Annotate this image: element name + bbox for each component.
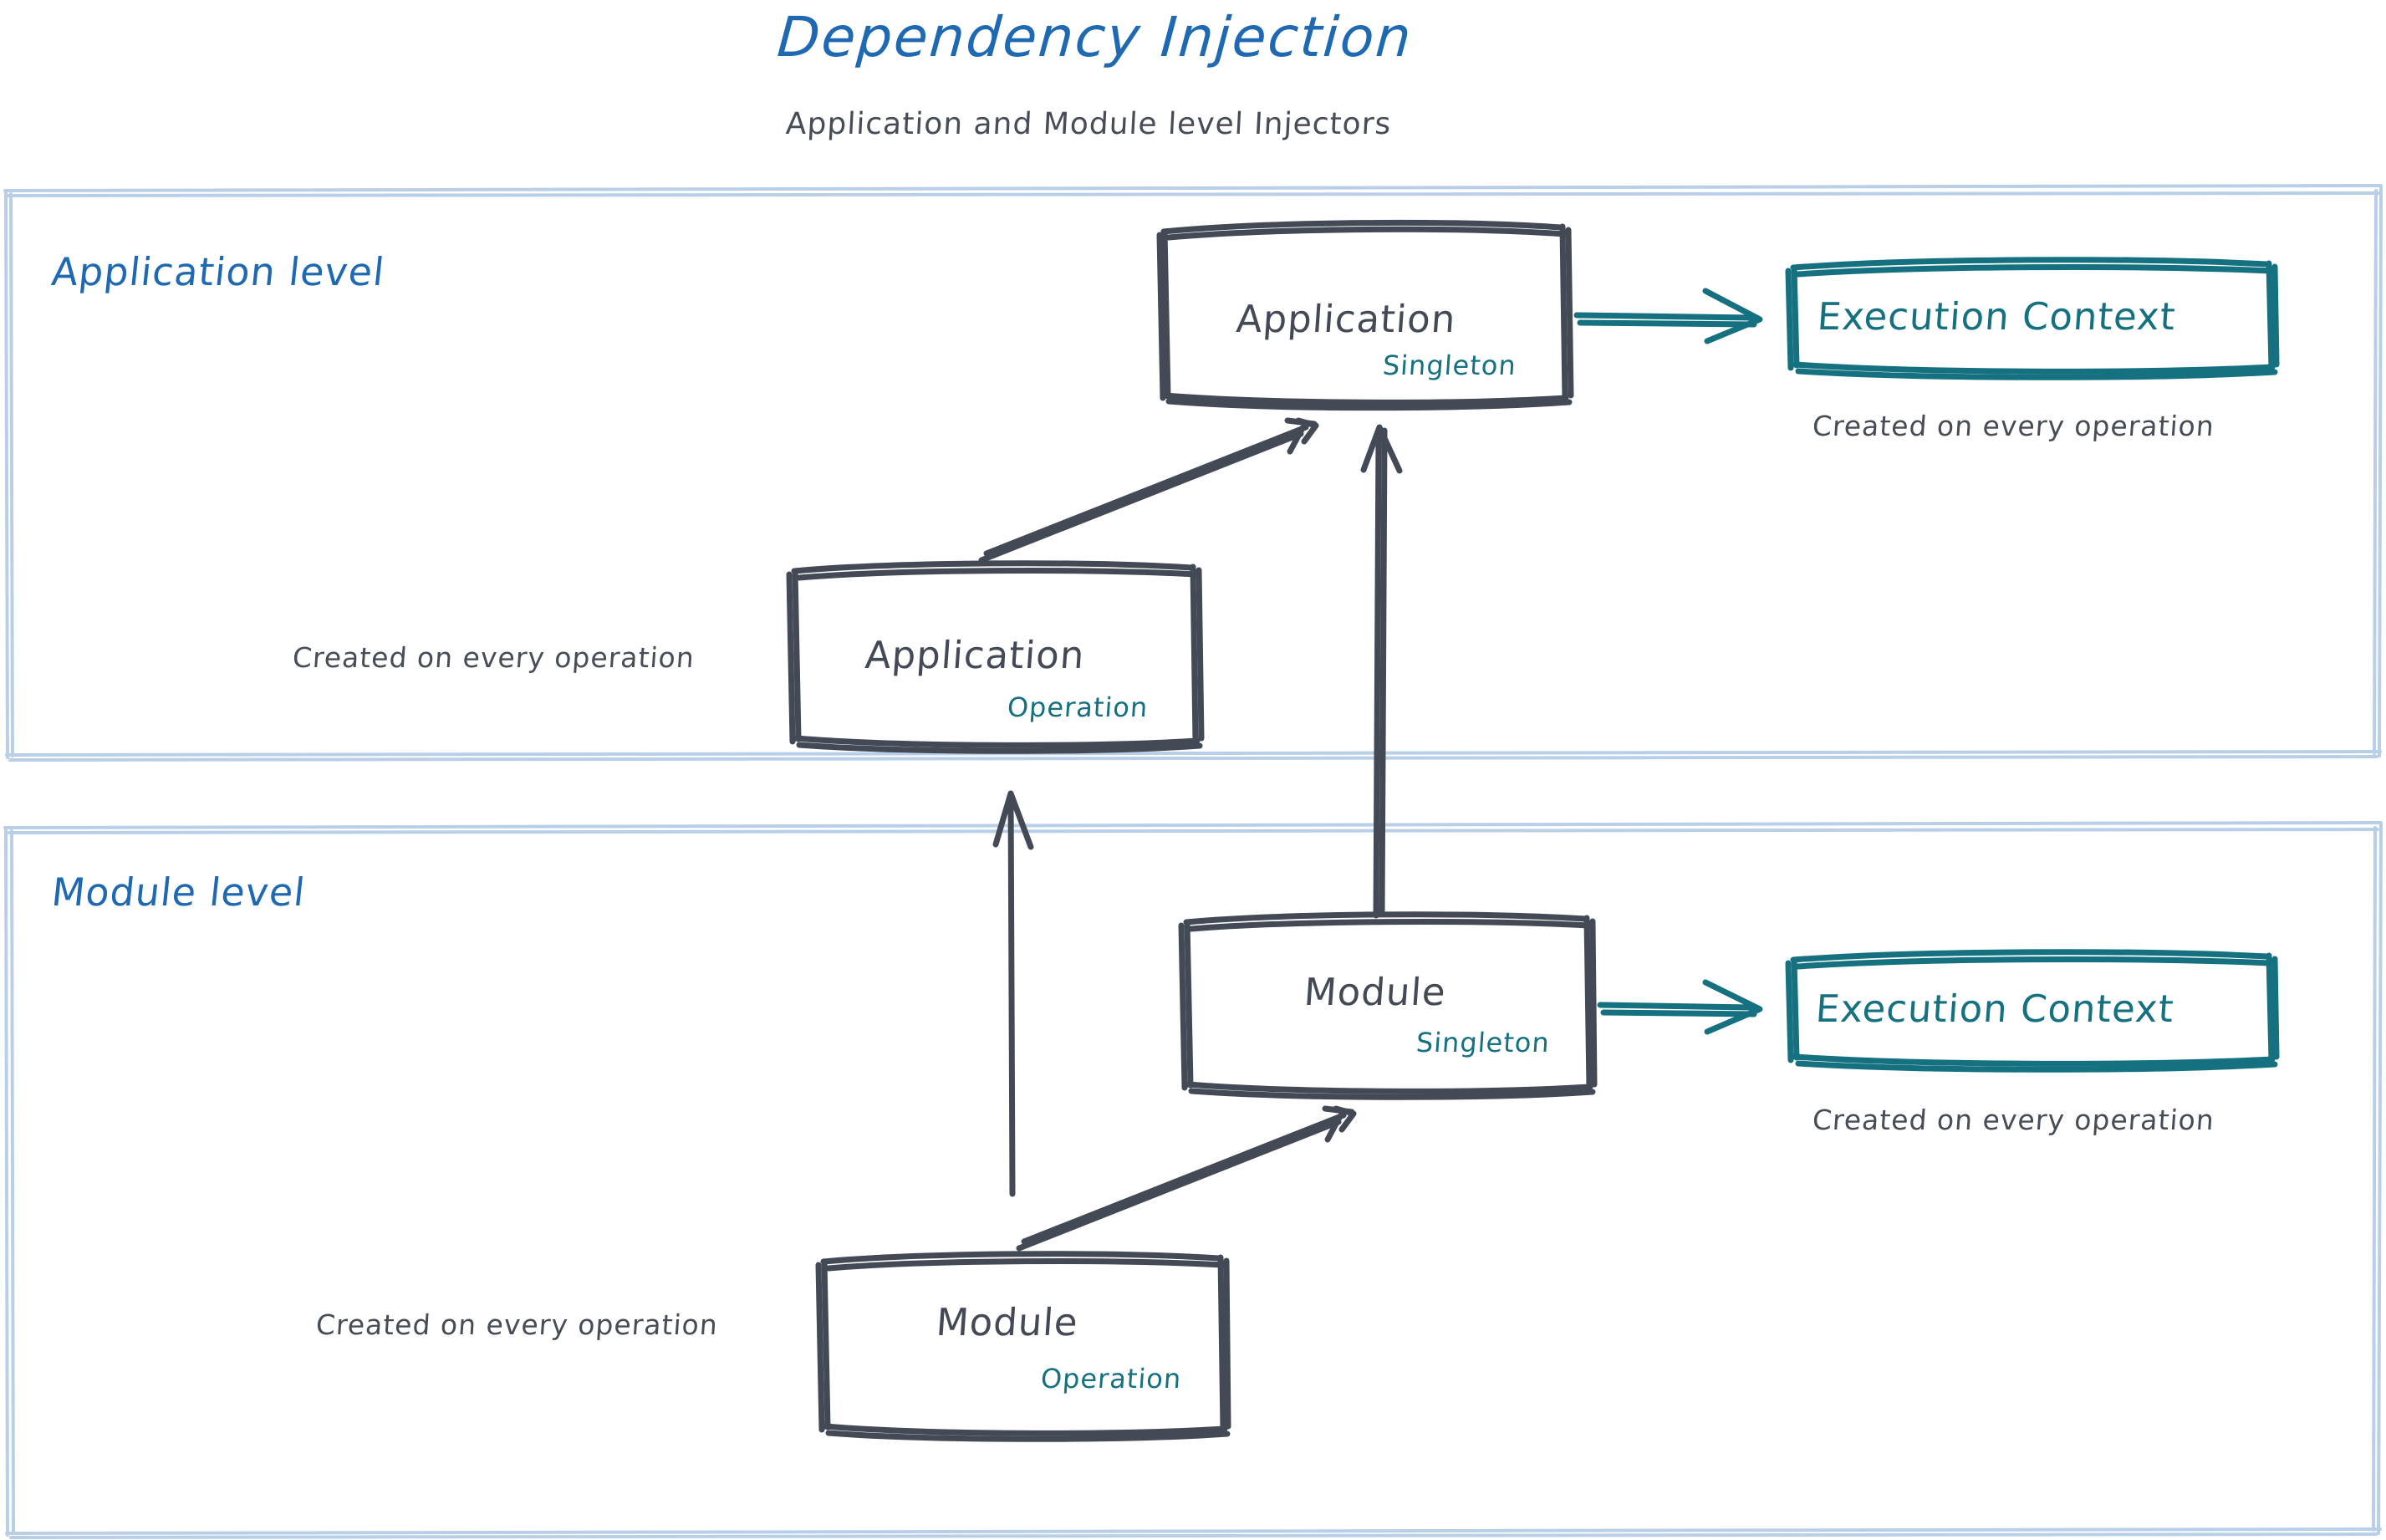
node-application-execution-context[interactable] [1788, 258, 2281, 379]
node-application-singleton[interactable] [1160, 222, 1576, 407]
node-box-module-execution-context [1785, 949, 2280, 1073]
node-box-application-singleton [1156, 219, 1574, 411]
edge-module-operation-to-module-singleton [1016, 1105, 1357, 1252]
node-box-application-operation [786, 560, 1205, 754]
edge-module-singleton-to-module-context [1597, 979, 1763, 1035]
lane-module-level [3, 821, 2383, 1539]
edge-module-operation-to-app-operation [992, 790, 1034, 1197]
node-box-module-operation [815, 1251, 1231, 1442]
edge-module-singleton-to-app-singleton [1360, 424, 1403, 919]
edge-app-singleton-to-app-context [1573, 288, 1763, 344]
node-module-execution-context[interactable] [1788, 950, 2281, 1071]
node-module-operation[interactable] [818, 1252, 1232, 1440]
node-box-module-singleton [1178, 911, 1598, 1100]
node-application-operation[interactable] [789, 561, 1206, 752]
lane-application-level [3, 184, 2383, 762]
node-module-singleton[interactable] [1181, 912, 1598, 1098]
node-box-application-execution-context [1785, 257, 2280, 380]
edge-app-operation-to-app-singleton [978, 417, 1319, 563]
